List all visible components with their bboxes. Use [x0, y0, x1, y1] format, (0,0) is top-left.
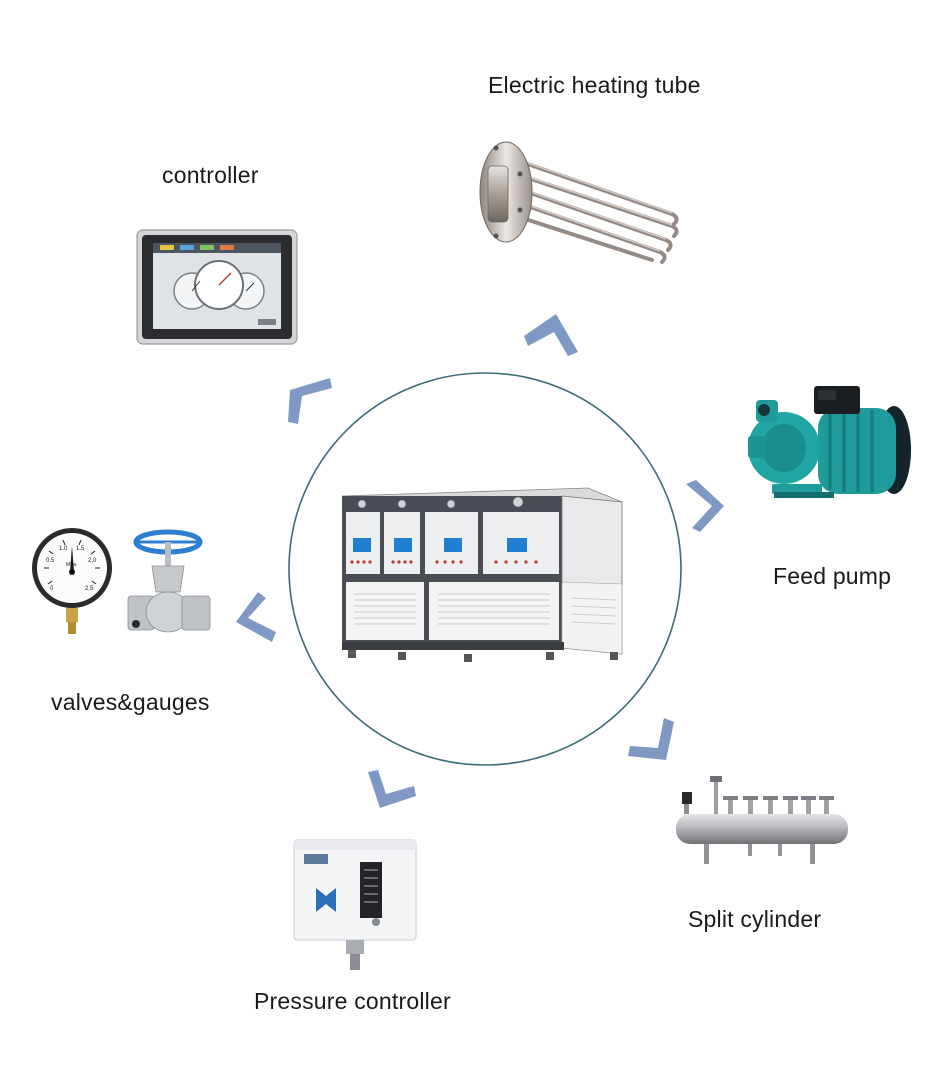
electric-heating-tube-image [479, 141, 679, 264]
pressure-controller-image [293, 839, 417, 970]
valves-gauges-image: 0 0.5 1.0 1.5 2.0 2.5 MPa [32, 528, 211, 634]
gauge-tick-1-5: 1.5 [76, 546, 85, 552]
gauge-tick-2-5: 2.5 [85, 586, 94, 592]
label-heating-tube: Electric heating tube [488, 72, 701, 98]
gauge-tick-1-0: 1.0 [59, 546, 68, 552]
arrow-to-feed-pump [686, 480, 724, 532]
arrow-to-split-cylinder [628, 718, 674, 760]
arrow-to-heating-tube [524, 314, 578, 356]
controller-image [136, 229, 298, 345]
gauge-tick-0: 0 [50, 586, 54, 592]
arrow-to-controller [288, 378, 332, 424]
split-cylinder-image [676, 776, 848, 864]
gauge-tick-0-5: 0.5 [46, 558, 55, 564]
label-split-cylinder: Split cylinder [688, 906, 822, 932]
label-controller: controller [162, 162, 259, 188]
label-valves-gauges: valves&gauges [51, 689, 210, 715]
label-pressure-controller: Pressure controller [254, 988, 451, 1014]
electric-boiler-image [341, 487, 623, 662]
center-circle [288, 372, 682, 766]
arrow-to-pressure-controller [368, 770, 416, 808]
arrow-to-valves-gauges [236, 592, 276, 642]
gauge-tick-2-0: 2.0 [88, 558, 97, 564]
feed-pump-image [748, 386, 911, 498]
label-feed-pump: Feed pump [773, 563, 892, 589]
